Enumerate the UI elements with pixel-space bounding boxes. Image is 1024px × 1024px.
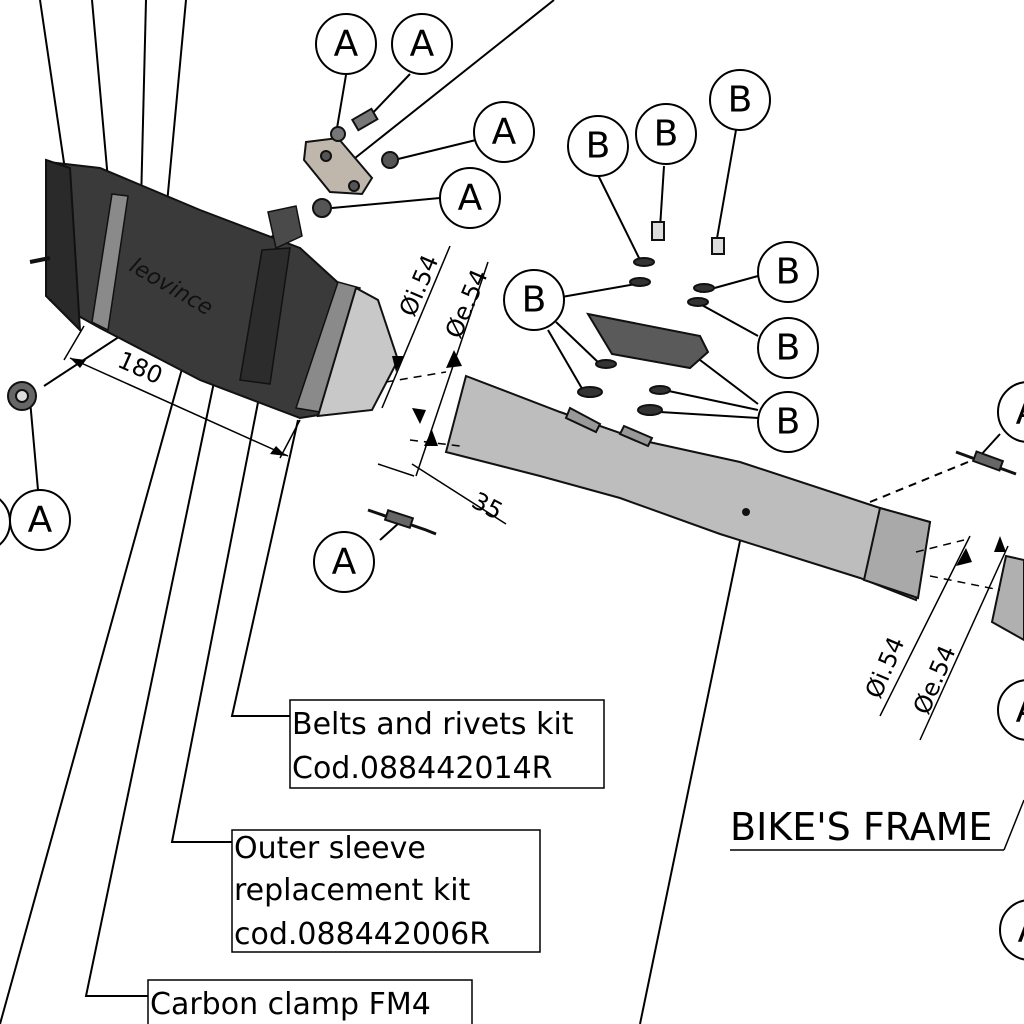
callout-a-2: A xyxy=(410,24,435,65)
bikes-frame-label: BIKE'S FRAME xyxy=(730,799,1024,851)
dim-outlet-inner-diameter: Øi.54 xyxy=(394,251,445,321)
dim-inlet-inner-diameter: Øi.54 xyxy=(860,633,911,703)
bikes-frame-text: BIKE'S FRAME xyxy=(730,805,992,849)
callout-a-10: A xyxy=(1018,910,1024,951)
outer-sleeve-line-2: replacement kit xyxy=(234,873,471,908)
callout-a-5: A xyxy=(28,500,53,541)
callout-a-7: A xyxy=(332,542,357,583)
callout-b-4: B xyxy=(776,252,801,293)
carbon-clamp-text: Carbon clamp FM4 xyxy=(150,987,431,1022)
outer-sleeve-line-3: cod.088442006R xyxy=(234,917,490,952)
outer-sleeve-label: Outer sleeve replacement kit cod.0884420… xyxy=(231,829,541,953)
callout-a-8: A xyxy=(1016,392,1024,433)
callout-b-3: B xyxy=(728,80,753,121)
callout-b-6: B xyxy=(522,280,547,321)
dim-35-text: 35 xyxy=(467,487,507,526)
muffler: leovince xyxy=(29,158,400,420)
callout-bubbles xyxy=(0,13,1024,961)
callout-a-9: A xyxy=(1016,690,1024,731)
callout-b-1: B xyxy=(586,126,611,167)
hardware-parts xyxy=(7,107,1017,536)
link-pipe xyxy=(444,374,1024,642)
callout-b-5: B xyxy=(776,328,801,369)
heat-shield xyxy=(577,221,725,416)
callout-b-2: B xyxy=(654,114,679,155)
dim-outlet-outer-diameter: Øe.54 xyxy=(440,265,494,342)
belts-kit-label: Belts and rivets kit Cod.088442014R xyxy=(289,699,605,789)
belts-kit-line-1: Belts and rivets kit xyxy=(292,707,574,742)
outer-sleeve-line-1: Outer sleeve xyxy=(234,831,426,866)
belts-kit-line-2: Cod.088442014R xyxy=(292,751,553,786)
callout-b-7: B xyxy=(776,402,801,443)
dim-inlet-outer-diameter: Øe.54 xyxy=(908,641,962,718)
dimension-arrows xyxy=(70,350,1006,566)
callout-a-4: A xyxy=(458,178,483,219)
callout-a-1: A xyxy=(334,24,359,65)
callout-a-3: A xyxy=(492,112,517,153)
carbon-clamp-label: Carbon clamp FM4 xyxy=(147,979,473,1024)
